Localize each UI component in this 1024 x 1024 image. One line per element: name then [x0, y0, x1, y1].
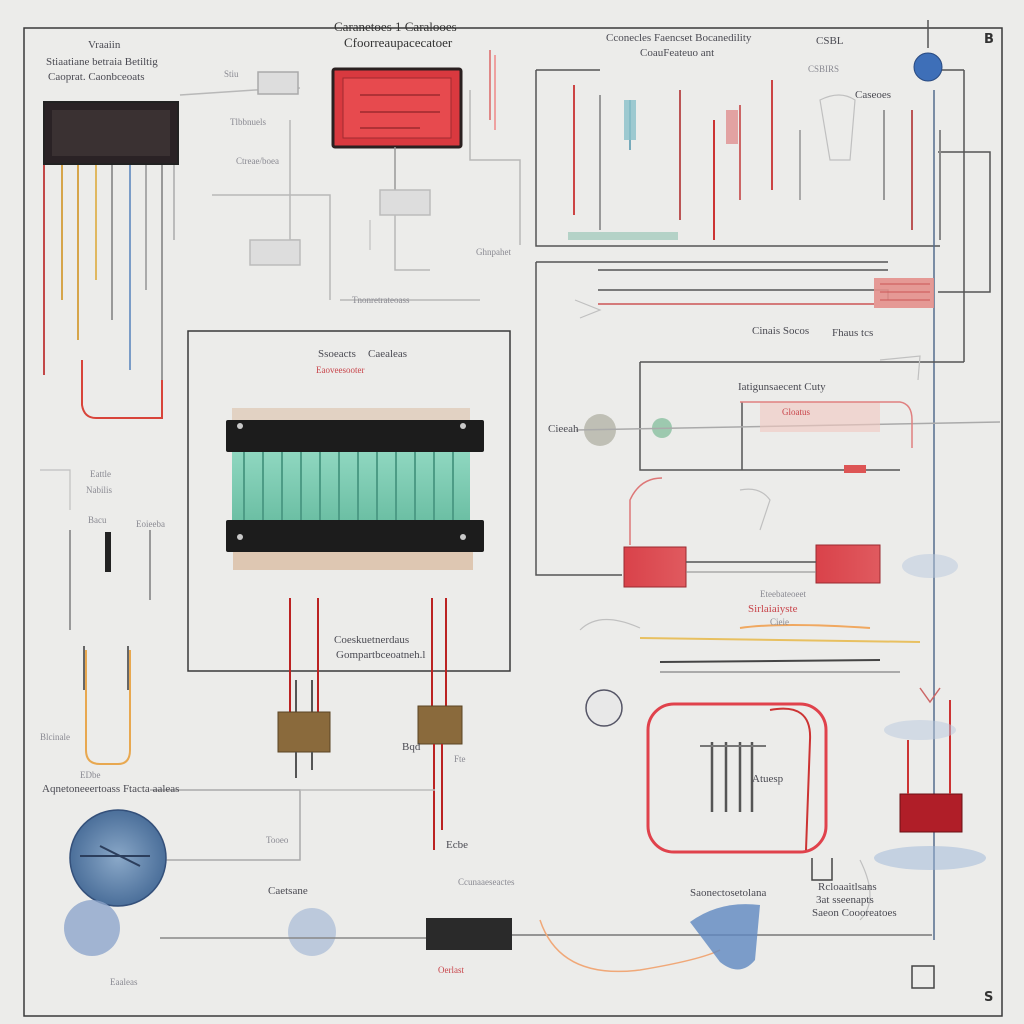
- label-left-mid-2: Nabilis: [86, 485, 112, 495]
- label-bottom-left: Eaaleas: [110, 977, 138, 987]
- label-relay: Bqd: [402, 741, 421, 753]
- label-right-mid-4: Gloatus: [782, 407, 810, 417]
- switch-symbol: [585, 689, 623, 727]
- top-center-wiring: [179, 50, 521, 301]
- capacitor-pair: [623, 477, 881, 588]
- node-top-right: [913, 52, 943, 82]
- label-right-low-3: Cieie: [770, 617, 789, 627]
- red-loop: [646, 702, 828, 854]
- label-right-low-1: Eteebateoeet: [760, 589, 806, 599]
- relay-far-right: [874, 554, 986, 870]
- label-relay-right: Fte: [454, 754, 466, 764]
- connector-strip: [568, 232, 678, 240]
- label-bottom-right-2: 3at sseenapts: [816, 894, 874, 906]
- label-bottom-right-3: Saeon Coooreatoes: [812, 907, 897, 919]
- label-right-mid-5: Cieeah: [548, 423, 579, 435]
- label-bottom-right-1: Rcloaaitlsans: [818, 881, 877, 893]
- label-left-low-2: EDbe: [80, 770, 101, 780]
- label-right-mid-3: Iatigunsaecent Cuty: [738, 381, 826, 393]
- label-bottom-center: Oerlast: [438, 965, 464, 975]
- bottom-bus: [160, 858, 935, 989]
- title-top-line-2: Cfoorreaupacecatoer: [344, 35, 453, 50]
- label-center-small: Ghnpahet: [476, 247, 511, 257]
- blue-disc-faint: [288, 908, 336, 956]
- label-top-center-2: Tlbbnuels: [230, 117, 266, 127]
- corner-mark-top-right: B: [984, 32, 994, 47]
- label-top-center-3: Ctreae/boea: [236, 156, 279, 166]
- fuse-top-right: [598, 278, 934, 308]
- label-red-loop: Atuesp: [752, 773, 784, 785]
- label-right-top-5: Caseoes: [855, 89, 892, 101]
- label-right-mid-1: Cinais Socos: [752, 325, 810, 337]
- label-left-top-2: Stiaatiane betraia Betiltig: [46, 56, 158, 68]
- blue-disc-small: [64, 900, 120, 956]
- label-bottom-3: Saonectosetolana: [690, 887, 767, 899]
- blue-disc-large: [69, 809, 167, 907]
- label-right-top-2: CoauFeateuo ant: [640, 47, 715, 59]
- label-bottom-2: Ccunaaeseactes: [458, 877, 515, 887]
- label-bottom-1: Caetsane: [268, 885, 308, 897]
- label-right-top-1: Cconecles Faencset Bocanedility: [606, 32, 752, 44]
- label-center-bottom-2: Gompartbceoatneh.l: [336, 649, 426, 661]
- label-left-mid-1: Eattle: [90, 469, 111, 479]
- display-panel-left: [43, 101, 179, 419]
- label-left-low-3: Aqnetoneeertoass Ftacta aaleas: [42, 783, 180, 795]
- battery-pack: [226, 408, 484, 570]
- relay-right: [417, 598, 463, 850]
- label-left-mid-3: Bacu: [88, 515, 107, 525]
- resistor-small: [726, 110, 738, 144]
- left-wiring: [69, 530, 435, 861]
- label-top-center-1: Stiu: [224, 69, 239, 79]
- mid-right-sensors: [575, 401, 1001, 473]
- label-battery-title-2: Caealeas: [368, 348, 408, 360]
- label-center-mid: Tnonretrateoass: [352, 295, 410, 305]
- corner-mark-bottom-right: S: [984, 990, 994, 1005]
- label-right-top-4: CSBIRS: [808, 64, 840, 74]
- label-left-mid-4: Eoieeba: [136, 519, 165, 529]
- label-battery-title-1: Ssoeacts: [318, 348, 356, 360]
- label-center-bottom-3: Ecbe: [446, 839, 468, 851]
- label-left-top-3: Caoprat. Caonbceoats: [48, 71, 145, 83]
- label-right-mid-2: Fhaus tcs: [832, 327, 874, 339]
- display-panel-red: [331, 67, 463, 200]
- relay-left: [277, 598, 331, 778]
- outer-frame: [23, 27, 1003, 1017]
- right-lower-leads: [639, 624, 921, 673]
- battery-section-frame: [187, 330, 511, 672]
- faint-components: [40, 94, 921, 921]
- label-left-low-1: Blcinale: [40, 732, 70, 742]
- title-top-line-1: Caranetoes 1 Caralooes: [334, 19, 457, 34]
- label-relay-side: Tooeo: [266, 835, 289, 845]
- label-center-bottom-1: Coeskuetnerdaus: [334, 634, 410, 646]
- label-battery-sub: Eaoveesooter: [316, 365, 365, 375]
- label-right-top-3: CSBL: [816, 35, 844, 47]
- capacitor-small: [624, 100, 636, 140]
- label-right-low-2: Sirlaiaiyste: [748, 603, 798, 615]
- label-left-top-1: Vraaiin: [88, 39, 121, 51]
